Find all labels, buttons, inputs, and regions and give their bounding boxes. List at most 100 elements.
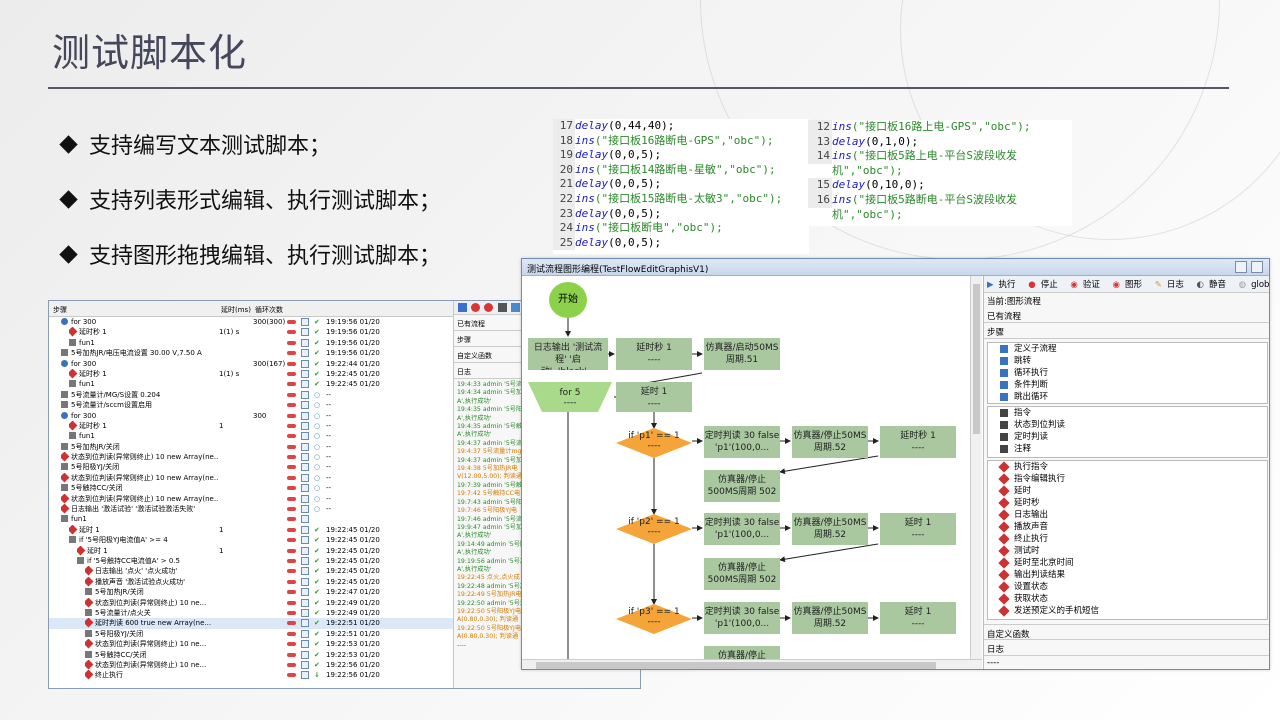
remove-icon[interactable] xyxy=(287,642,296,647)
edit-icon[interactable] xyxy=(301,484,309,493)
edit-icon[interactable] xyxy=(301,359,309,368)
table-row[interactable]: 日志输出 '激活试验' '激活试验激活失败'○-- xyxy=(49,504,453,514)
section-steps[interactable]: 步骤 xyxy=(984,323,1269,339)
table-row[interactable]: 状态到位判读(异常则终止) 10 new Array(ne...○-- xyxy=(49,493,453,504)
table-row[interactable]: 5号阳极YJ/关闭○-- xyxy=(49,462,453,472)
edit-icon[interactable] xyxy=(301,577,309,586)
window-title-bar[interactable]: 测试流程图形编程(TestFlowEditGraphisV1) xyxy=(522,259,1269,276)
step-item[interactable]: 跳转 xyxy=(988,355,1267,367)
mute-button[interactable]: ◐静音 xyxy=(1196,280,1226,290)
remove-icon[interactable] xyxy=(287,434,296,439)
start-node[interactable]: 开始 xyxy=(549,282,587,318)
log-output-node[interactable]: 日志输出 '测试流程' '启动'..'black'... xyxy=(528,338,608,370)
table-row[interactable]: 5号流量计/MG/S设置 0.204○-- xyxy=(49,390,453,400)
remove-icon[interactable] xyxy=(287,569,296,574)
edit-icon[interactable] xyxy=(301,556,309,565)
table-row[interactable]: 状态到位判读(异常则终止) 10 new Array(ne...○-- xyxy=(49,452,453,462)
edit-icon[interactable] xyxy=(301,411,309,420)
edit-icon[interactable] xyxy=(301,390,309,399)
step-item[interactable]: 延时至北京时间 xyxy=(988,557,1267,569)
step-item[interactable]: 跳出循环 xyxy=(988,391,1267,403)
edit-icon[interactable] xyxy=(301,473,309,482)
table-row[interactable]: 状态到位判读(异常则终止) 10 ne...✔19:22:53 01/20 xyxy=(49,639,453,649)
edit-icon[interactable] xyxy=(301,567,309,576)
step-item[interactable]: 延时秒 xyxy=(988,497,1267,509)
table-row[interactable]: 5号流量计/sccm设置启用○-- xyxy=(49,400,453,410)
table-row[interactable]: 日志输出 '点火' '点火成功'✔19:22:45 01/20 xyxy=(49,566,453,576)
table-row[interactable]: 状态到位判读(异常则终止) 10 ne...✔19:22:49 01/20 xyxy=(49,597,453,608)
if-p2-node[interactable]: if 'p2' == 1---- xyxy=(616,514,692,544)
remove-icon[interactable] xyxy=(287,423,296,428)
step-item[interactable]: 循环执行 xyxy=(988,367,1267,379)
edit-icon[interactable] xyxy=(301,338,309,347)
step-item[interactable]: 定义子流程 xyxy=(988,343,1267,355)
maximize-button[interactable] xyxy=(1251,261,1263,273)
table-row[interactable]: 播放声音 '激活试验点火成功'✔19:22:45 01/20 xyxy=(49,576,453,587)
remove-icon[interactable] xyxy=(287,673,296,678)
step-item[interactable]: 播放声音 xyxy=(988,521,1267,533)
edit-icon[interactable] xyxy=(301,588,309,597)
step-list-actions[interactable]: 执行指令指令编辑执行延时延时秒日志输出播放声音终止执行测试时延时至北京时间输出判… xyxy=(987,460,1268,620)
remove-icon[interactable] xyxy=(287,548,296,553)
remove-icon[interactable] xyxy=(287,527,296,532)
remove-icon[interactable] xyxy=(287,652,296,657)
stop-button[interactable]: ●停止 xyxy=(1028,280,1058,290)
edit-icon[interactable] xyxy=(301,453,309,462)
record-icon[interactable] xyxy=(484,303,494,312)
graphic-button[interactable]: ◉图形 xyxy=(1112,280,1142,290)
header-step[interactable]: 步骤 xyxy=(53,306,67,314)
edit-icon[interactable] xyxy=(301,421,309,430)
edit-icon[interactable] xyxy=(301,494,309,503)
table-row[interactable]: 5号触持CC/关闭○-- xyxy=(49,483,453,493)
remove-icon[interactable] xyxy=(287,455,296,460)
table-row[interactable]: 5号流量计/点火关✔19:22:49 01/20 xyxy=(49,608,453,618)
edit-icon[interactable] xyxy=(301,505,309,514)
remove-icon[interactable] xyxy=(287,610,296,615)
step-item[interactable]: 延时 xyxy=(988,485,1267,497)
for-loop-node[interactable]: for 5---- xyxy=(528,382,612,412)
remove-icon[interactable] xyxy=(287,371,296,376)
delay-node-3[interactable]: 延时 1---- xyxy=(880,602,956,634)
edit-icon[interactable] xyxy=(301,401,309,410)
section-existing-flows[interactable]: 已有流程 xyxy=(984,307,1269,323)
remove-icon[interactable] xyxy=(287,444,296,449)
edit-icon[interactable] xyxy=(301,598,309,607)
edit-icon[interactable] xyxy=(301,619,309,628)
edit-icon[interactable] xyxy=(301,380,309,389)
edit-icon[interactable] xyxy=(301,328,309,337)
edit-icon[interactable] xyxy=(301,463,309,472)
step-item[interactable]: 终止执行 xyxy=(988,533,1267,545)
save-icon[interactable] xyxy=(510,303,520,312)
step-item[interactable]: 发送预定义的手机短信 xyxy=(988,605,1267,617)
table-row[interactable]: fun1○-- xyxy=(49,431,453,441)
remove-icon[interactable] xyxy=(287,590,296,595)
table-row[interactable]: 终止执行↓19:22:56 01/20 xyxy=(49,670,453,680)
table-row[interactable]: fun1 xyxy=(49,514,453,524)
canvas-vertical-scrollbar[interactable] xyxy=(970,276,982,659)
step-item[interactable]: 输出判读结果 xyxy=(988,569,1267,581)
edit-icon[interactable] xyxy=(301,369,309,378)
table-row[interactable]: if '5号触持CC电流值A' > 0.5✔19:22:45 01/20 xyxy=(49,556,453,566)
table-row[interactable]: if '5号阳极YJ电流值A' >= 4✔19:22:45 01/20 xyxy=(49,535,453,545)
remove-icon[interactable] xyxy=(287,662,296,667)
remove-icon[interactable] xyxy=(287,330,296,335)
remove-icon[interactable] xyxy=(287,579,296,584)
remove-icon[interactable] xyxy=(287,558,296,563)
timed-check-node-3[interactable]: 定时判读 30 false'p1'(100,0... xyxy=(704,602,780,634)
edit-icon[interactable] xyxy=(301,432,309,441)
remove-icon[interactable] xyxy=(287,621,296,626)
edit-icon[interactable] xyxy=(301,660,309,669)
header-delay[interactable]: 延时(ms) xyxy=(221,306,251,314)
remove-icon[interactable] xyxy=(287,496,296,501)
delay-node[interactable]: 延时 1---- xyxy=(616,382,692,412)
table-row[interactable]: 延时判读 600 true new Array(ne...✔19:22:51 0… xyxy=(49,618,453,629)
table-row[interactable]: 5号加热JR/关闭○-- xyxy=(49,442,453,452)
